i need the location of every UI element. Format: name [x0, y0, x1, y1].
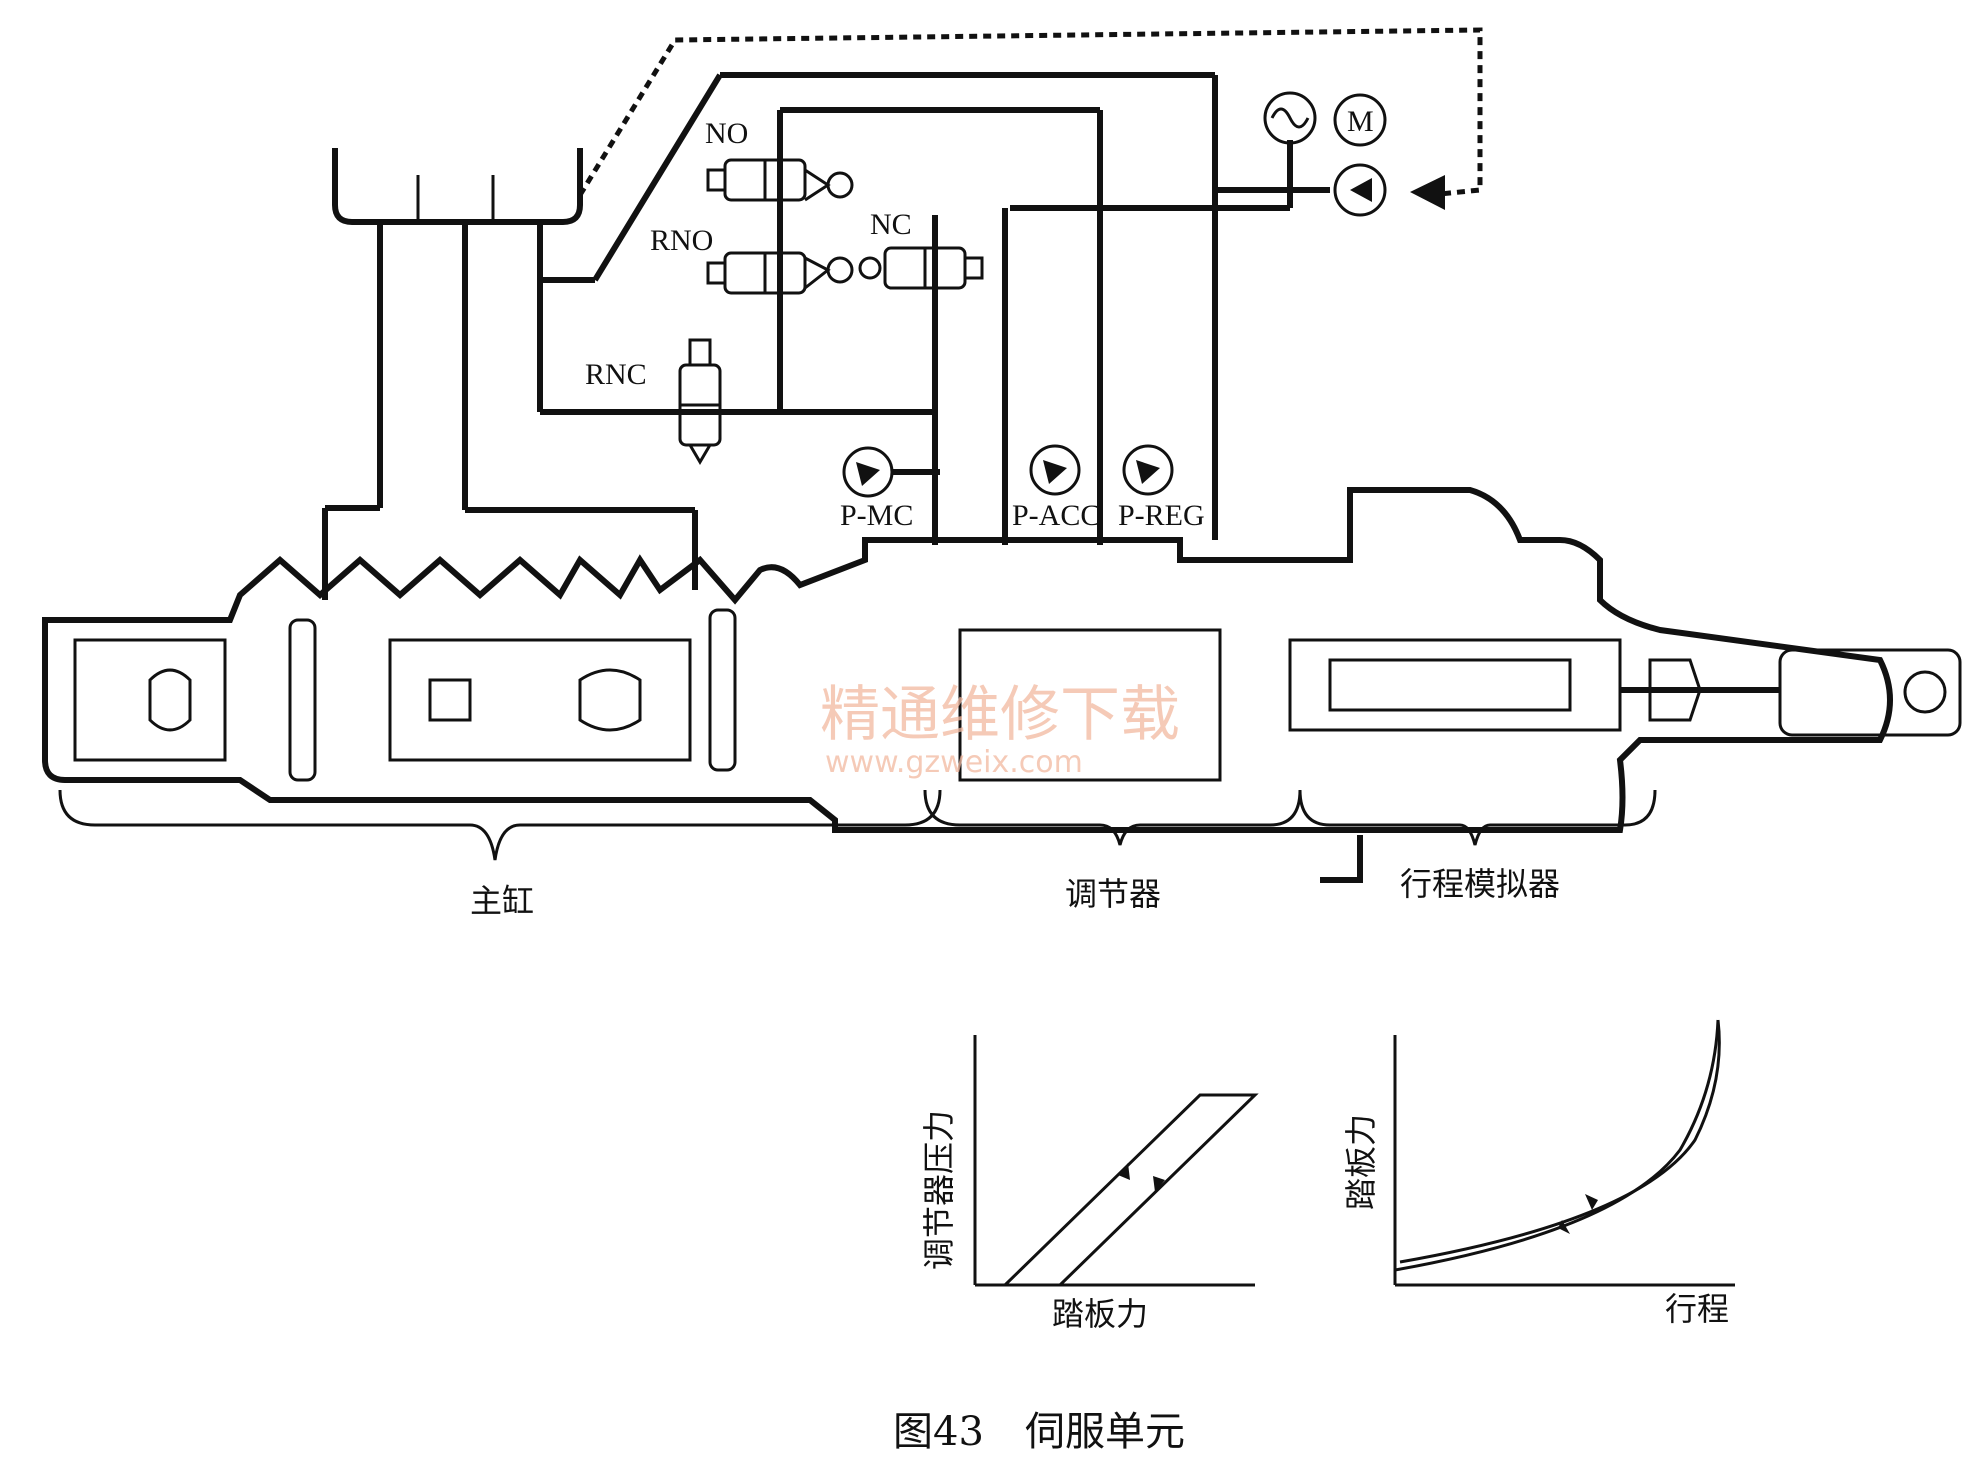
graph-regulator-pressure: 调节器压力 踏板力	[920, 1035, 1259, 1333]
label-regulator: 调节器	[1065, 875, 1161, 913]
cylinder-body	[42, 487, 1962, 833]
graph-left-xlabel: 踏板力	[1052, 1295, 1148, 1333]
graph-right-ylabel: 踏板力	[1342, 1114, 1380, 1210]
accumulator	[1263, 91, 1317, 145]
watermark-title: 精通维修下载	[820, 680, 1180, 750]
sensor-p-reg: P-REG	[1118, 444, 1205, 532]
brace-regulator: 调节器	[923, 789, 1302, 913]
label-nc: NC	[870, 208, 912, 241]
graph-right-xlabel: 行程	[1665, 1290, 1729, 1328]
return-line	[577, 27, 1483, 198]
label-rnc: RNC	[585, 358, 647, 391]
graph-right-down-arrow-icon	[1558, 1220, 1570, 1234]
reservoir	[332, 148, 583, 225]
figure-title: 伺服单元	[1025, 1409, 1185, 1455]
graph-left-up-arrow-icon	[1118, 1163, 1130, 1180]
label-p-acc: P-ACC	[1012, 499, 1100, 532]
label-p-reg: P-REG	[1118, 499, 1205, 532]
label-no: NO	[705, 117, 748, 150]
label-stroke-simulator: 行程模拟器	[1400, 865, 1560, 903]
motor: M	[1333, 93, 1387, 147]
brace-master-cylinder: 主缸	[58, 789, 942, 920]
graph-left-hysteresis-curve	[1003, 1093, 1259, 1287]
graph-pedal-force: 踏板力 行程	[1342, 1019, 1735, 1328]
label-rno: RNO	[650, 224, 713, 257]
label-motor: M	[1347, 105, 1374, 138]
pump	[1333, 163, 1445, 217]
valve-rno: RNO	[650, 224, 854, 295]
pump-inlet-arrow-icon	[1410, 175, 1445, 210]
graph-right-up-arrow-icon	[1585, 1194, 1598, 1210]
label-master-cylinder: 主缸	[470, 882, 534, 920]
figure-number: 图43	[893, 1409, 984, 1455]
graph-right-curve-upper	[1394, 1019, 1720, 1272]
valve-rnc: RNC	[585, 338, 780, 465]
graph-left-down-arrow-icon	[1153, 1176, 1165, 1192]
valve-nc: NC	[858, 208, 984, 290]
graph-right-curve-lower	[1399, 1019, 1721, 1264]
valve-no: NO	[705, 117, 854, 202]
sensor-p-mc: P-MC	[840, 446, 940, 532]
sensor-p-acc: P-ACC	[1012, 444, 1100, 532]
brace-stroke-simulator: 行程模拟器	[1298, 789, 1657, 903]
watermark-url: www.gzweix.com	[825, 745, 1083, 780]
label-p-mc: P-MC	[840, 499, 913, 532]
graph-left-ylabel: 调节器压力	[920, 1110, 958, 1270]
